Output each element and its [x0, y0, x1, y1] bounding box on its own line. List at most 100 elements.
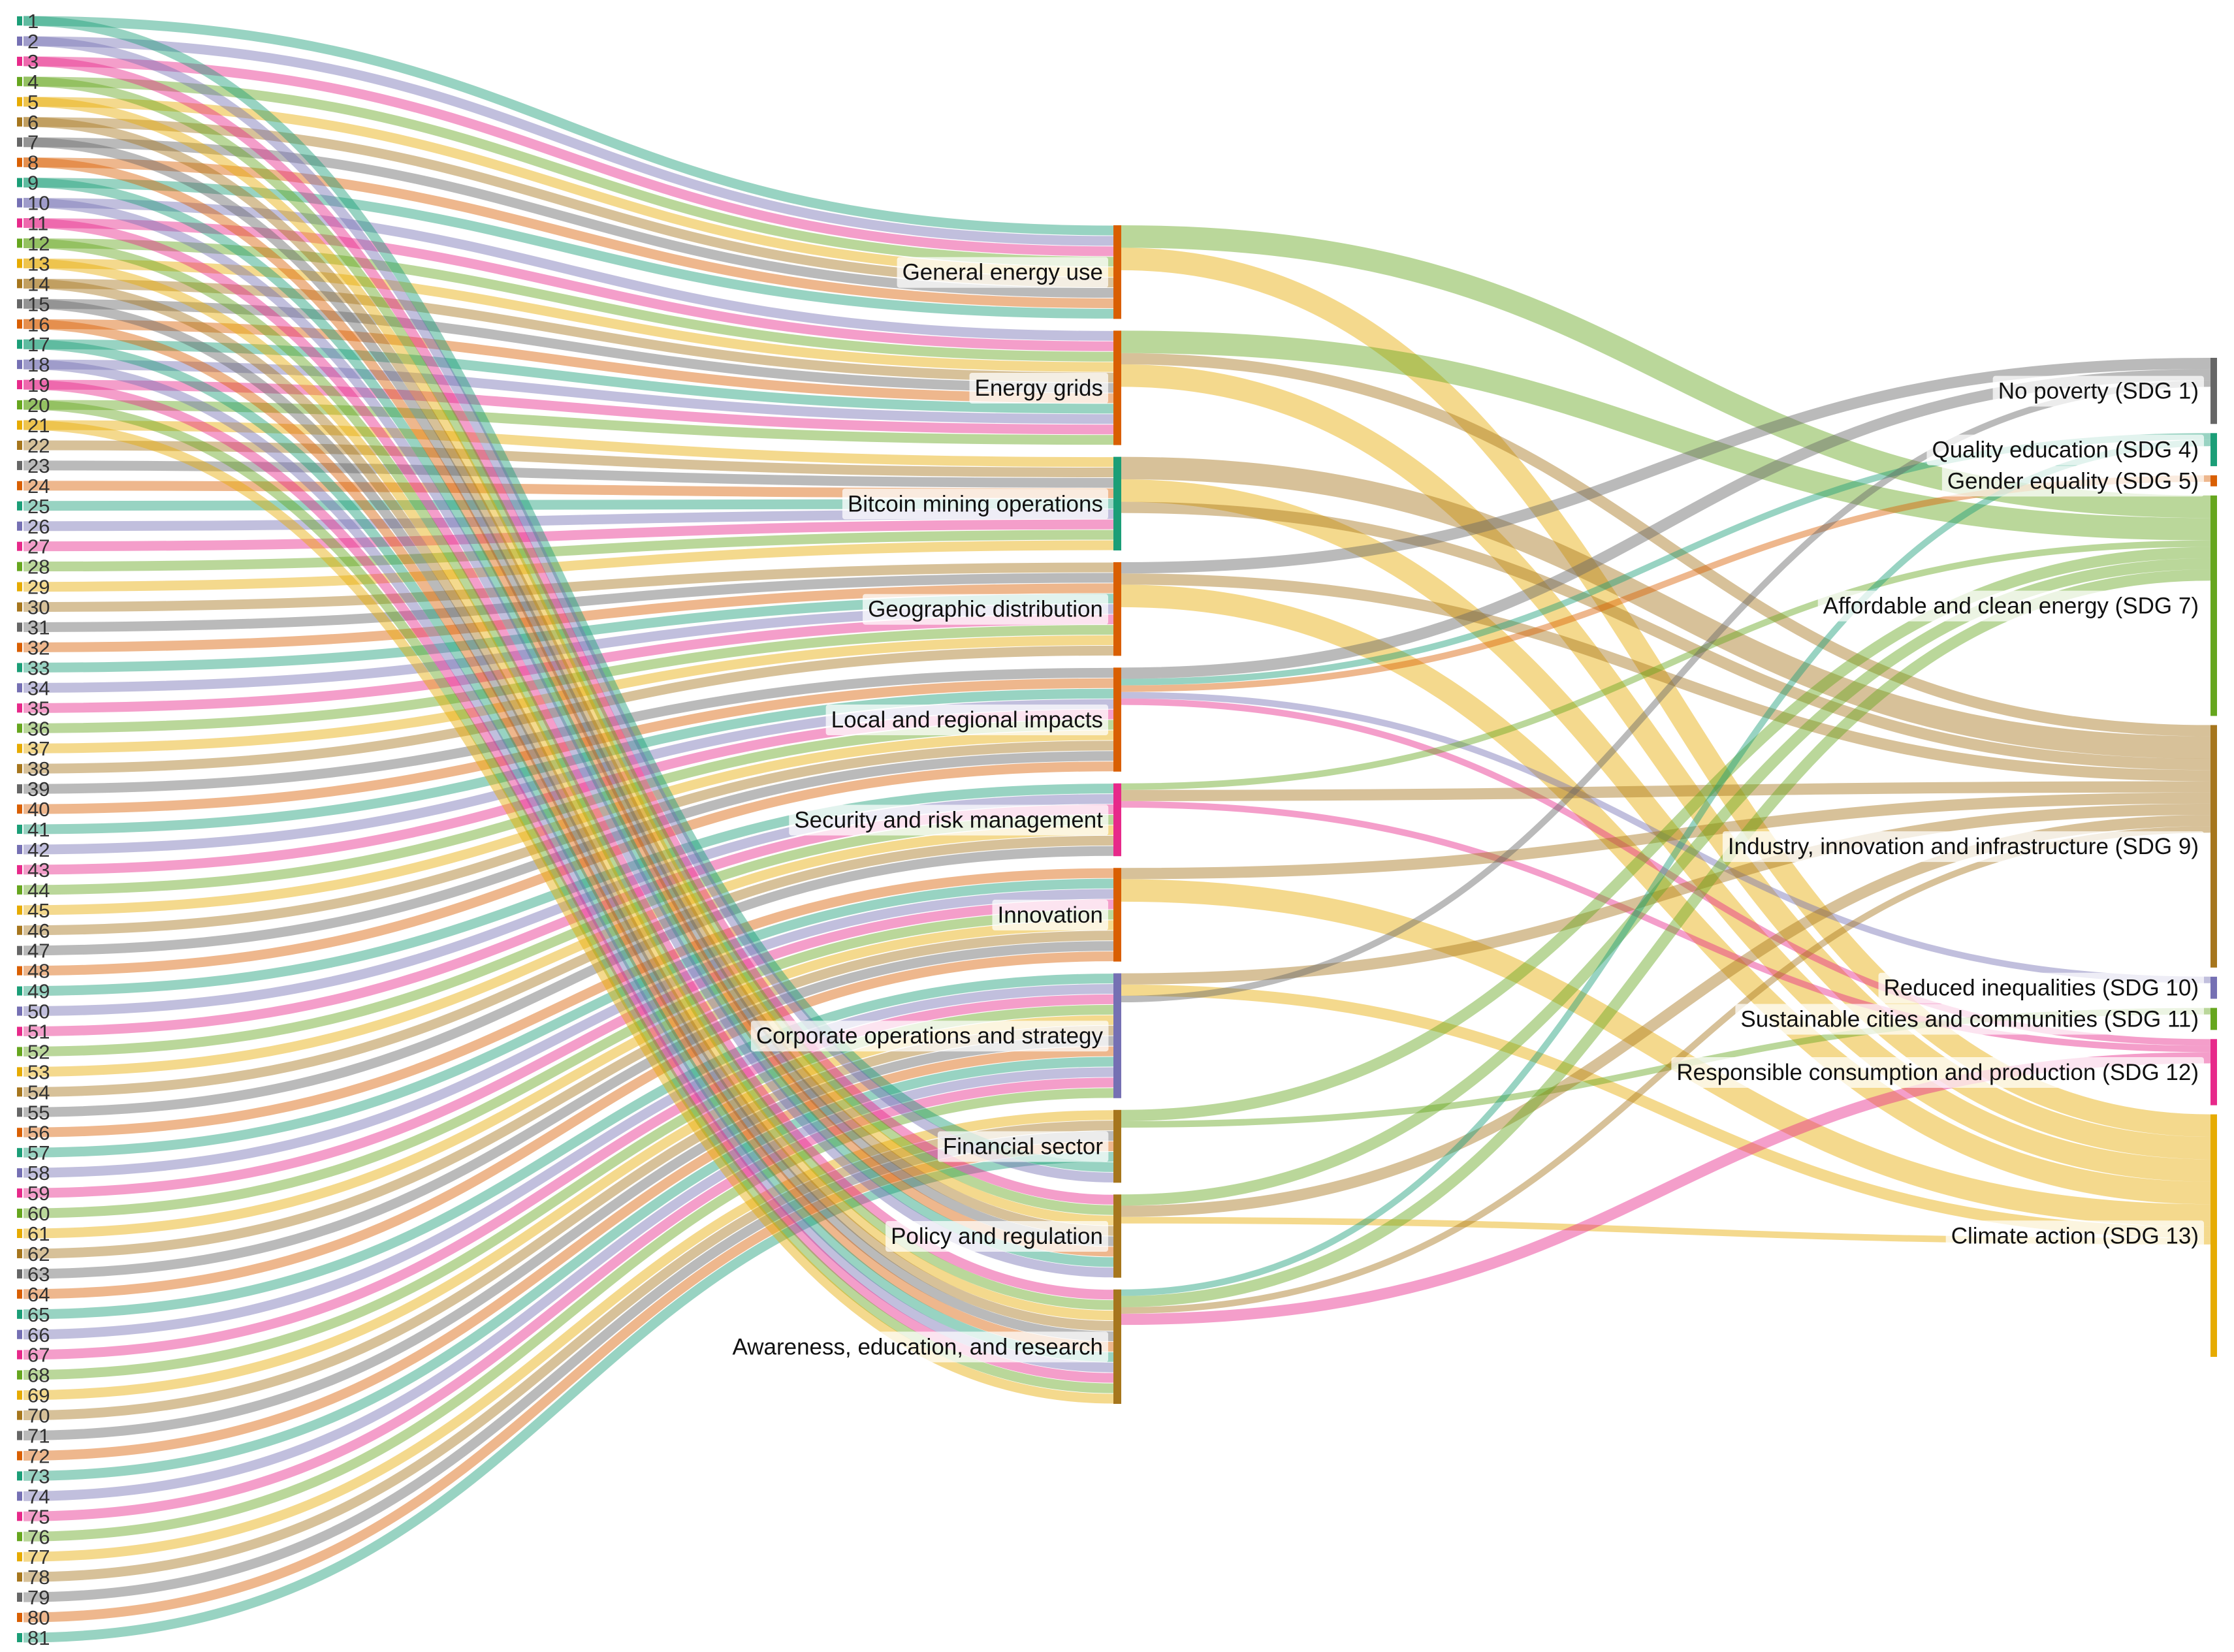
left-node-2 [17, 36, 22, 46]
left-node-6 [17, 117, 22, 127]
middle-node-label-policy-and-regulation: Policy and regulation [891, 1224, 1103, 1249]
flow-corporate-operations-and-strategy-to-industry-innovation-and-infrastructure-sdg-9 [1121, 803, 2211, 985]
flow-left-71-to-corporate-operations-and-strategy [23, 1036, 1114, 1440]
left-node-label-75: 75 [27, 1505, 50, 1528]
left-node-label-65: 65 [27, 1303, 50, 1326]
flow-left-10-to-energy-grids [23, 198, 1114, 341]
right-node-label-sustainable-cities-and-communities-sdg-11: Sustainable cities and communities (SDG … [1740, 1006, 2199, 1032]
left-node-label-32: 32 [27, 636, 50, 659]
left-node-9 [17, 178, 22, 187]
right-flows-layer [1121, 225, 2211, 1326]
flow-left-3-to-general-energy-use [23, 56, 1114, 257]
flow-left-59-to-innovation [23, 899, 1114, 1198]
flow-left-19-to-awareness-education-and-research [23, 379, 1114, 1383]
right-nodes-layer: No poverty (SDG 1)Quality education (SDG… [1671, 358, 2217, 1357]
left-node-label-23: 23 [27, 454, 50, 477]
flow-left-20-to-energy-grids [23, 400, 1114, 445]
middle-node-policy-and-regulation [1113, 1194, 1121, 1278]
left-node-33 [17, 663, 22, 673]
flow-left-1-to-financial-sector [23, 16, 1114, 1172]
flow-left-7-to-policy-and-regulation [23, 137, 1114, 1247]
left-node-label-41: 41 [27, 818, 50, 841]
middle-node-financial-sector [1113, 1109, 1121, 1183]
left-node-label-17: 17 [27, 333, 50, 356]
middle-node-label-bg-innovation [992, 899, 1108, 930]
flow-left-5-to-policy-and-regulation [23, 97, 1114, 1226]
flow-left-22-to-bitcoin-mining-operations [23, 440, 1114, 478]
left-node-label-56: 56 [27, 1121, 50, 1144]
left-node-8 [17, 157, 22, 167]
left-node-52 [17, 1047, 22, 1056]
left-flows-layer [23, 16, 1114, 1643]
right-node-label-bg-responsible-consumption-and-production-sdg-12 [1671, 1056, 2204, 1088]
left-node-label-66: 66 [27, 1324, 50, 1346]
left-node-label-31: 31 [27, 616, 50, 639]
left-node-label-69: 69 [27, 1384, 50, 1407]
flow-left-23-to-bitcoin-mining-operations [23, 460, 1114, 488]
flow-energy-grids-to-industry-innovation-and-infrastructure-sdg-9 [1121, 353, 2211, 737]
left-node-label-46: 46 [27, 919, 50, 942]
left-node-56 [17, 1128, 22, 1137]
flow-left-76-to-corporate-operations-and-strategy [23, 1088, 1114, 1542]
right-node-affordable-and-clean-energy-sdg-7 [2210, 495, 2217, 716]
left-node-59 [17, 1188, 22, 1198]
left-node-16 [17, 319, 22, 329]
flow-bitcoin-mining-operations-to-industry-innovation-and-infrastructure-sdg-9 [1121, 456, 2211, 759]
right-node-label-reduced-inequalities-sdg-10: Reduced inequalities (SDG 10) [1884, 976, 2199, 1001]
flow-left-18-to-energy-grids [23, 359, 1114, 424]
left-node-25 [17, 501, 22, 511]
left-node-17 [17, 340, 22, 349]
flow-left-4-to-general-energy-use [23, 76, 1114, 267]
left-node-label-70: 70 [27, 1405, 50, 1427]
left-node-label-68: 68 [27, 1364, 50, 1387]
flow-energy-grids-to-affordable-and-clean-energy-sdg-7 [1121, 330, 2211, 541]
flow-left-41-to-local-and-regional-impacts [23, 688, 1114, 834]
flow-left-58-to-innovation [23, 889, 1114, 1178]
right-node-label-bg-quality-education-sdg-4 [1926, 434, 2204, 466]
left-node-label-50: 50 [27, 1000, 50, 1023]
left-node-label-76: 76 [27, 1525, 50, 1548]
left-node-38 [17, 764, 22, 774]
flow-left-31-to-geographic-distribution [23, 573, 1114, 632]
left-node-label-2: 2 [27, 30, 39, 53]
left-node-label-24: 24 [27, 475, 50, 498]
left-node-label-78: 78 [27, 1566, 50, 1589]
flow-left-77-to-financial-sector [23, 1110, 1114, 1562]
flow-geographic-distribution-to-industry-innovation-and-infrastructure-sdg-9 [1121, 573, 2211, 782]
left-node-50 [17, 1006, 22, 1016]
flow-left-29-to-bitcoin-mining-operations [23, 540, 1114, 592]
middle-node-label-innovation: Innovation [997, 902, 1103, 928]
flow-left-6-to-policy-and-regulation [23, 117, 1114, 1236]
left-node-75 [17, 1512, 22, 1521]
left-node-60 [17, 1209, 22, 1218]
flow-left-15-to-energy-grids [23, 298, 1114, 393]
left-node-65 [17, 1309, 22, 1319]
left-node-23 [17, 460, 22, 470]
left-node-45 [17, 905, 22, 915]
flow-left-80-to-financial-sector [23, 1141, 1114, 1623]
flow-left-55-to-security-and-risk-management [23, 846, 1114, 1117]
left-node-label-29: 29 [27, 576, 50, 599]
left-node-44 [17, 885, 22, 895]
middle-node-label-corporate-operations-and-strategy: Corporate operations and strategy [756, 1023, 1104, 1049]
left-node-label-22: 22 [27, 434, 50, 457]
left-node-7 [17, 137, 22, 147]
left-node-label-55: 55 [27, 1101, 50, 1124]
flow-left-75-to-corporate-operations-and-strategy [23, 1077, 1114, 1521]
left-node-label-26: 26 [27, 515, 50, 538]
flow-corporate-operations-and-strategy-to-climate-action-sdg-13 [1121, 984, 2211, 1238]
flow-innovation-to-industry-innovation-and-infrastructure-sdg-9 [1121, 792, 2211, 880]
flow-left-2-to-general-energy-use [23, 36, 1114, 246]
left-node-label-44: 44 [27, 879, 50, 902]
flow-left-8-to-policy-and-regulation [23, 157, 1114, 1257]
left-node-81 [17, 1633, 22, 1642]
left-node-46 [17, 925, 22, 935]
left-node-label-52: 52 [27, 1040, 50, 1063]
flow-financial-sector-to-affordable-and-clean-energy-sdg-7 [1121, 547, 2211, 1121]
flow-left-11-to-energy-grids [23, 218, 1114, 351]
flow-left-14-to-awareness-education-and-research [23, 278, 1114, 1331]
left-node-11 [17, 218, 22, 228]
left-node-42 [17, 844, 22, 854]
middle-node-corporate-operations-and-strategy [1113, 973, 1121, 1098]
left-node-label-20: 20 [27, 394, 50, 417]
